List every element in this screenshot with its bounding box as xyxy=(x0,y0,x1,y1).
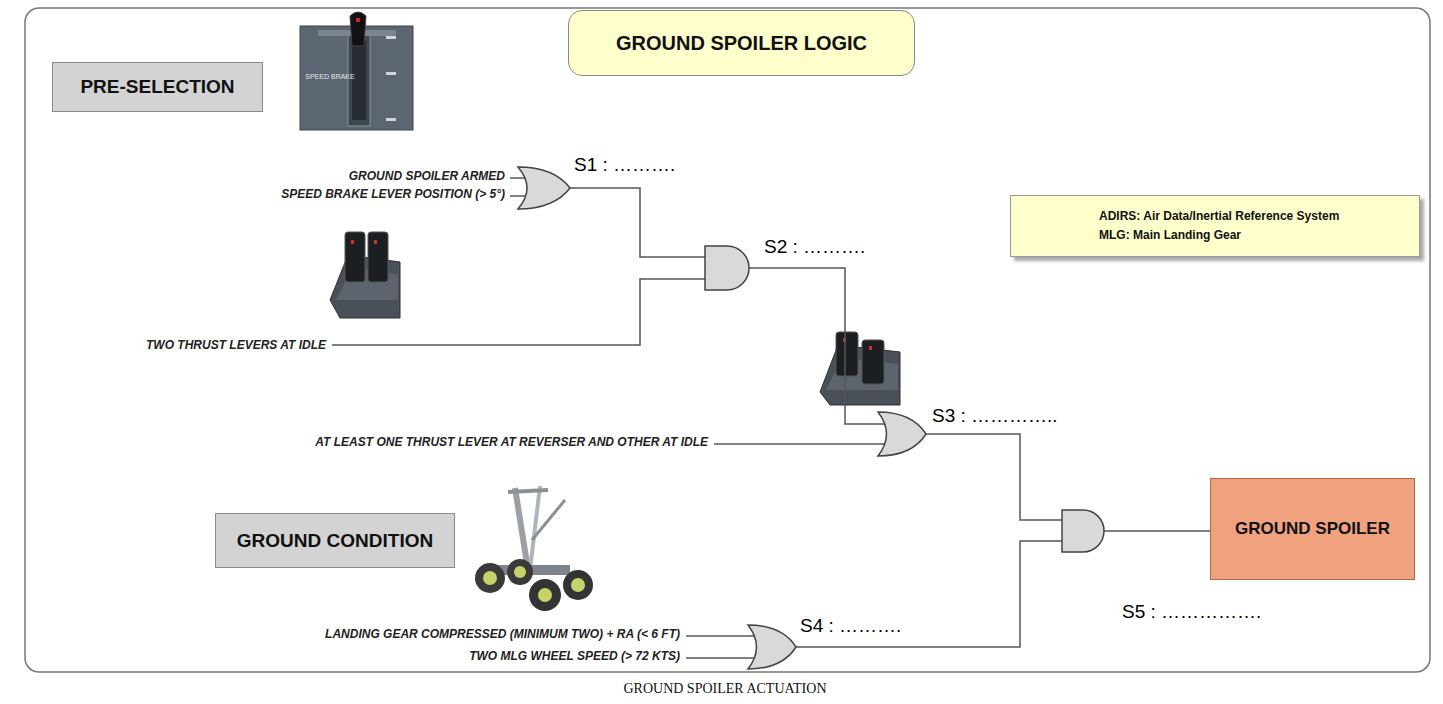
output-box: GROUND SPOILER xyxy=(1210,478,1415,580)
node-text: GROUND SPOILER LOGIC xyxy=(616,32,867,55)
signal-label: S4 : ………. xyxy=(800,615,901,637)
speed-brake-panel xyxy=(300,12,413,130)
and-gate xyxy=(1062,510,1104,552)
node-text: PRE-SELECTION xyxy=(80,76,234,98)
node-text: MLG: Main Landing Gear xyxy=(1099,226,1241,245)
input-signal: AT LEAST ONE THRUST LEVER AT REVERSER AN… xyxy=(315,435,708,449)
input-signal: LANDING GEAR COMPRESSED (MINIMUM TWO) + … xyxy=(325,627,680,641)
outer-frame xyxy=(25,8,1430,672)
node-text: ADIRS: Air Data/Inertial Reference Syste… xyxy=(1099,207,1339,226)
or-gate xyxy=(518,167,570,209)
or-gate xyxy=(878,412,926,456)
input-signal: TWO THRUST LEVERS AT IDLE xyxy=(146,338,326,352)
signal-label: S3 : ………….. xyxy=(932,405,1058,427)
panel-label: SPEED BRAKE xyxy=(305,73,354,80)
node-text: GROUND CONDITION xyxy=(237,530,433,552)
signal-label: S1 : ………. xyxy=(574,154,675,176)
input-signal: SPEED BRAKE LEVER POSITION (> 5°) xyxy=(281,187,505,201)
thrust-lever-quadrant xyxy=(330,232,400,318)
thrust-lever-quadrant xyxy=(820,332,900,405)
node-text: GROUND SPOILER xyxy=(1235,519,1390,539)
signal-label: S5 : ……………. xyxy=(1122,601,1261,623)
legend-note: ADIRS: Air Data/Inertial Reference Syste… xyxy=(1010,195,1420,257)
caption: GROUND SPOILER ACTUATION xyxy=(623,681,826,697)
or-gate xyxy=(748,625,796,669)
landing-gear xyxy=(475,486,593,611)
section-box: PRE-SELECTION xyxy=(52,62,263,112)
input-signal: GROUND SPOILER ARMED xyxy=(349,169,505,183)
title-box: GROUND SPOILER LOGIC xyxy=(568,10,915,76)
signal-label: S2 : ………. xyxy=(764,236,865,258)
section-box: GROUND CONDITION xyxy=(215,513,455,568)
input-signal: TWO MLG WHEEL SPEED (> 72 KTS) xyxy=(469,649,680,663)
and-gate xyxy=(705,246,749,290)
